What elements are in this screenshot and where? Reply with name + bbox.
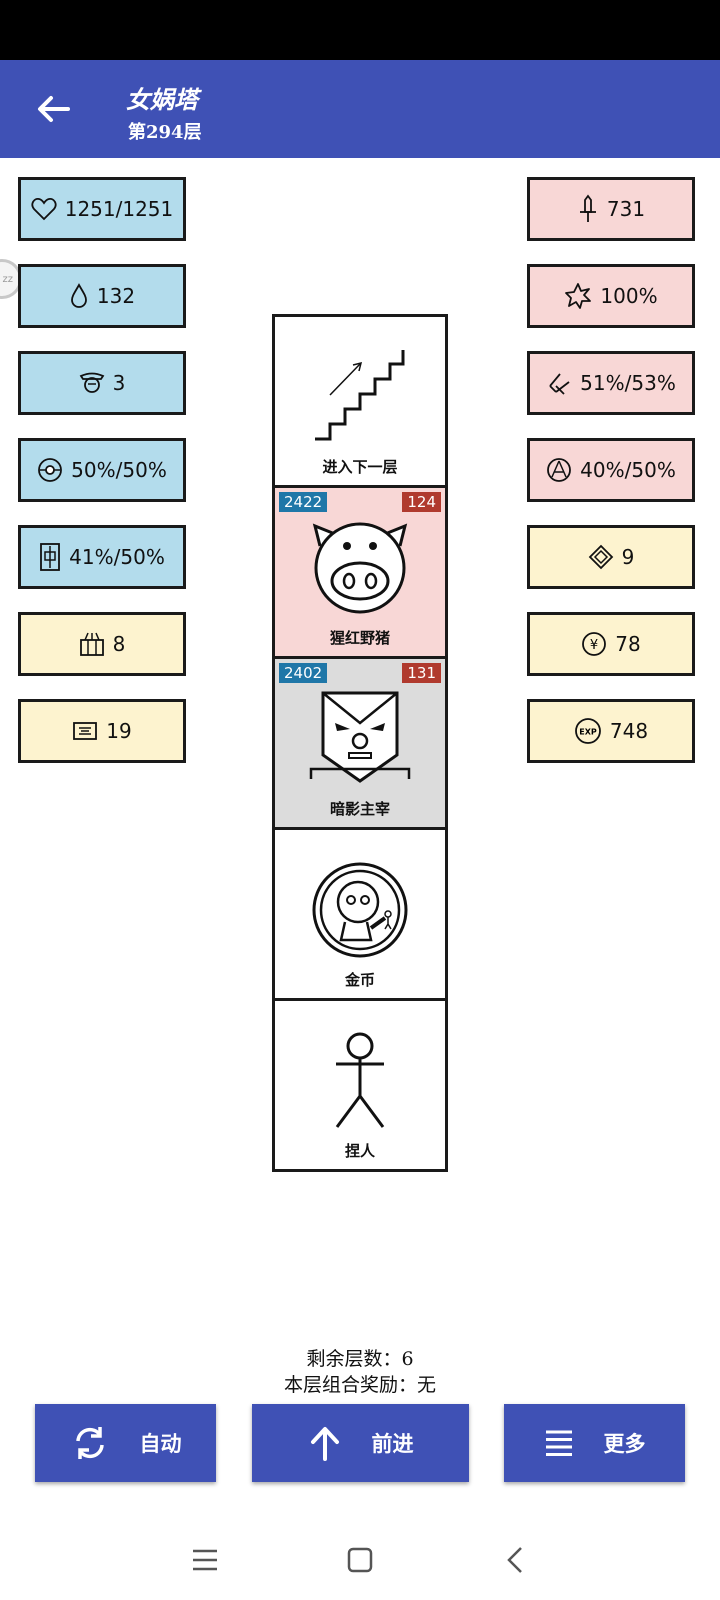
system-nav-bar <box>0 1520 720 1600</box>
app-bar: 女娲塔 第294层 <box>0 60 720 158</box>
player-label: 捏人 <box>344 1142 375 1160</box>
pierce-icon <box>547 458 572 482</box>
helmet-icon <box>79 372 104 393</box>
burst-icon <box>565 283 592 309</box>
forward-button[interactable]: 前进 <box>252 1404 469 1482</box>
tower-cell-player[interactable]: 捏人 <box>272 998 448 1172</box>
remaining-floors-text: 剩余层数：6 <box>306 1348 414 1370</box>
stat-gold[interactable]: ¥ 78 <box>527 612 695 676</box>
stat-attack[interactable]: 731 <box>527 177 695 241</box>
stat-gem[interactable]: 9 <box>527 525 695 589</box>
stat-resist[interactable]: 50%/50% <box>18 438 186 502</box>
enemy-hp-badge: 2402 <box>279 663 328 683</box>
more-button[interactable]: 更多 <box>504 1404 685 1482</box>
stat-card[interactable]: 19 <box>18 699 186 763</box>
arrow-up-icon <box>310 1427 339 1461</box>
shadow-lord-label: 暗影主宰 <box>329 800 390 818</box>
back-button[interactable] <box>30 86 76 132</box>
tower-cell-pig[interactable]: 2422 124 猩红野猪 <box>272 485 448 659</box>
coin-label: 金币 <box>344 971 375 989</box>
yen-coin-icon: ¥ <box>582 632 607 656</box>
shield-ring-icon <box>38 458 63 482</box>
enemy-hp-badge: 2422 <box>279 492 328 512</box>
arrow-left-icon <box>38 96 70 122</box>
stick-figure-icon <box>335 1032 385 1128</box>
enemy-attack-badge: 131 <box>402 663 441 683</box>
stairs-label: 进入下一层 <box>322 458 398 476</box>
back-nav-button[interactable] <box>495 1540 535 1580</box>
stat-exp[interactable]: EXP 748 <box>527 699 695 763</box>
sword-icon <box>579 194 596 222</box>
tower-cell-shadow-lord[interactable]: 2402 131 暗影主宰 <box>272 656 448 830</box>
stat-hp[interactable]: 1251/1251 <box>18 177 186 241</box>
stat-chest[interactable]: 8 <box>18 612 186 676</box>
auto-button-label: 自动 <box>139 1431 182 1456</box>
drop-icon <box>71 283 87 308</box>
page-title: 女娲塔 <box>126 85 198 114</box>
menu-icon <box>545 1430 572 1456</box>
shadow-lord-icon <box>309 691 411 783</box>
refresh-icon <box>75 1427 104 1459</box>
tower-cell-stairs[interactable]: 进入下一层 <box>272 314 448 488</box>
stat-crit[interactable]: 100% <box>527 264 695 328</box>
stat-defense[interactable]: 3 <box>18 351 186 415</box>
tower-cell-coin[interactable]: 金币 <box>272 827 448 1001</box>
armor-icon <box>40 543 61 571</box>
stat-armor[interactable]: 41%/50% <box>18 525 186 589</box>
gold-coin-icon <box>312 862 408 958</box>
recent-apps-button[interactable] <box>185 1540 225 1580</box>
svg-text:¥: ¥ <box>590 638 598 653</box>
floor-reward-text: 本层组合奖励：无 <box>283 1374 436 1396</box>
svg-text:EXP: EXP <box>579 728 597 737</box>
enemy-attack-badge: 124 <box>402 492 441 512</box>
stat-pierce[interactable]: 40%/50% <box>527 438 695 502</box>
stat-slash[interactable]: 51%/53% <box>527 351 695 415</box>
pig-icon <box>312 522 408 614</box>
forward-button-label: 前进 <box>371 1431 414 1456</box>
slash-icon <box>549 373 570 395</box>
pig-label: 猩红野猪 <box>329 629 390 647</box>
home-square-icon <box>347 1547 373 1573</box>
chest-icon <box>79 632 104 656</box>
stairs-icon <box>315 350 405 441</box>
recent-apps-icon <box>193 1549 217 1571</box>
more-button-label: 更多 <box>603 1431 646 1456</box>
diamond-icon <box>588 544 613 570</box>
heart-icon <box>31 198 57 221</box>
floor-subtitle: 第294层 <box>128 122 202 143</box>
exp-icon: EXP <box>575 718 601 744</box>
chevron-left-icon <box>507 1547 522 1573</box>
stat-mana[interactable]: 132 <box>18 264 186 328</box>
status-bar <box>0 0 720 60</box>
card-icon <box>73 722 98 740</box>
auto-button[interactable]: 自动 <box>35 1404 216 1482</box>
tower-column: 进入下一层 2422 124 猩红野猪 2402 131 暗影主宰 <box>272 314 448 1172</box>
home-button[interactable] <box>340 1540 380 1580</box>
